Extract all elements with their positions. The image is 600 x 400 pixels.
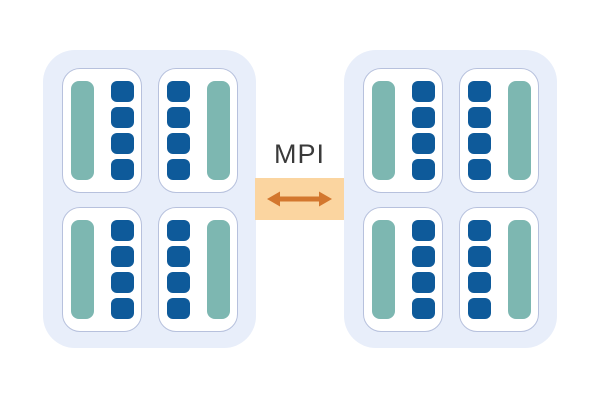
mpi-label: MPI: [273, 139, 325, 169]
core-square: [111, 81, 134, 102]
core-square: [412, 81, 435, 102]
core-square: [412, 220, 435, 241]
memory-bar: [508, 220, 531, 319]
core-square: [412, 159, 435, 180]
core-square: [111, 220, 134, 241]
memory-bar: [207, 81, 230, 180]
core-square: [412, 272, 435, 293]
core-square: [111, 272, 134, 293]
core-square: [468, 298, 491, 319]
core-square: [167, 272, 190, 293]
core-column: [468, 220, 491, 319]
core-square: [111, 246, 134, 267]
core-square: [167, 159, 190, 180]
core-square: [167, 133, 190, 154]
memory-bar: [71, 220, 94, 319]
core-column: [167, 81, 190, 180]
core-square: [412, 298, 435, 319]
core-square: [111, 298, 134, 319]
core-square: [412, 133, 435, 154]
core-square: [412, 107, 435, 128]
cpu-socket: [459, 68, 539, 193]
core-column: [111, 220, 134, 319]
cpu-socket: [158, 68, 238, 193]
core-square: [468, 220, 491, 241]
core-column: [412, 220, 435, 319]
core-square: [468, 272, 491, 293]
cpu-socket: [363, 207, 443, 332]
core-square: [167, 81, 190, 102]
memory-bar: [71, 81, 94, 180]
core-column: [468, 81, 491, 180]
bidirectional-arrow-icon: [267, 191, 332, 207]
core-square: [468, 133, 491, 154]
core-square: [468, 107, 491, 128]
core-column: [412, 81, 435, 180]
core-square: [167, 246, 190, 267]
core-square: [412, 246, 435, 267]
core-column: [167, 220, 190, 319]
core-square: [468, 246, 491, 267]
memory-bar: [508, 81, 531, 180]
memory-bar: [207, 220, 230, 319]
mpi-link-band: [255, 178, 344, 220]
core-square: [167, 220, 190, 241]
memory-bar: [372, 220, 395, 319]
cpu-socket: [62, 207, 142, 332]
cpu-socket: [62, 68, 142, 193]
compute-node-left: [43, 50, 256, 348]
memory-bar: [372, 81, 395, 180]
cpu-socket: [158, 207, 238, 332]
compute-node-right: [344, 50, 557, 348]
cpu-socket: [459, 207, 539, 332]
core-square: [468, 159, 491, 180]
core-square: [111, 107, 134, 128]
core-square: [468, 81, 491, 102]
core-square: [111, 133, 134, 154]
core-square: [111, 159, 134, 180]
cpu-socket: [363, 68, 443, 193]
core-square: [167, 107, 190, 128]
core-column: [111, 81, 134, 180]
core-square: [167, 298, 190, 319]
